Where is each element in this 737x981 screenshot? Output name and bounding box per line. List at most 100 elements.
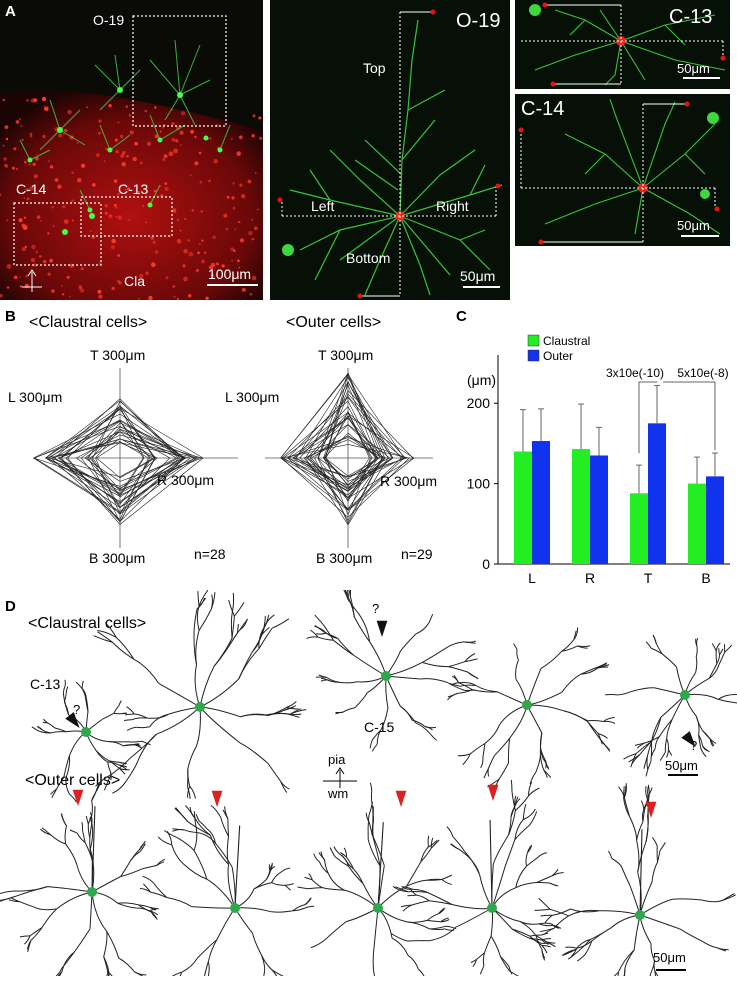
red-cell-dot bbox=[25, 275, 27, 277]
dendrite bbox=[550, 883, 559, 886]
dendrite bbox=[391, 933, 407, 941]
overview-scale-label: 100μm bbox=[208, 266, 251, 282]
dendrite bbox=[190, 786, 196, 798]
x-tick-label: L bbox=[528, 570, 536, 586]
red-cell-dot bbox=[241, 194, 245, 198]
legend-swatch-claustral bbox=[528, 335, 539, 346]
red-cell-dot bbox=[62, 205, 65, 208]
dendrite bbox=[552, 909, 570, 915]
dendrite bbox=[408, 955, 419, 969]
y-axis-label: (μm) bbox=[467, 372, 496, 388]
dendrite bbox=[717, 948, 729, 950]
red-cell-dot bbox=[126, 155, 129, 158]
dendrite bbox=[70, 830, 77, 833]
dendrite bbox=[308, 888, 322, 889]
red-cell-dot bbox=[194, 161, 198, 165]
dendrite bbox=[200, 707, 241, 717]
dendrite bbox=[545, 915, 553, 923]
legend-swatch-outer bbox=[528, 350, 539, 361]
dendrite bbox=[119, 701, 122, 706]
dendrite bbox=[386, 676, 421, 679]
claustral-sample-size: n=28 bbox=[194, 546, 226, 562]
red-cell-dot bbox=[165, 182, 168, 185]
dendrite bbox=[640, 882, 652, 915]
red-cell-dot bbox=[199, 152, 202, 155]
soma bbox=[87, 887, 97, 897]
dendrite bbox=[681, 929, 702, 941]
dendrite bbox=[427, 914, 438, 921]
claustral-cell-4 bbox=[448, 628, 616, 792]
red-cell-dot bbox=[61, 285, 63, 287]
significance-bracket-tb bbox=[663, 382, 715, 450]
red-cell-dot bbox=[77, 142, 79, 144]
neuron-tracings-svg bbox=[0, 590, 737, 976]
dendrite bbox=[527, 668, 541, 705]
red-cell-dot bbox=[177, 219, 179, 221]
dendrite bbox=[511, 780, 512, 792]
dendrite bbox=[441, 875, 452, 880]
dendrite bbox=[334, 847, 340, 855]
dendrite bbox=[172, 845, 183, 864]
box-label-c14: C-14 bbox=[16, 181, 46, 197]
red-cell-dot bbox=[27, 197, 30, 200]
soma bbox=[680, 690, 690, 700]
red-cell-dot bbox=[44, 105, 46, 107]
dendrite bbox=[272, 970, 284, 976]
red-cell-dot bbox=[126, 106, 128, 108]
dendrite bbox=[217, 908, 235, 940]
red-cell-dot bbox=[252, 276, 257, 281]
dendrite bbox=[239, 649, 259, 679]
red-cell-dot bbox=[64, 219, 69, 224]
red-cell-dot bbox=[48, 273, 51, 276]
red-cell-dot bbox=[226, 228, 229, 231]
red-cell-dot bbox=[240, 238, 244, 242]
red-cell-dot bbox=[129, 114, 131, 116]
dendrite bbox=[374, 839, 380, 866]
dendrite bbox=[448, 667, 467, 672]
dendrite bbox=[523, 804, 526, 819]
dendrite bbox=[667, 738, 669, 749]
y-tick-label: 100 bbox=[467, 476, 491, 492]
red-cell-dot bbox=[249, 293, 252, 296]
red-cell-dot bbox=[196, 269, 199, 272]
dendrite bbox=[228, 864, 235, 908]
red-cell-dot bbox=[188, 294, 191, 297]
red-cell-dot bbox=[183, 277, 188, 282]
red-cell-dot bbox=[105, 212, 108, 215]
red-cell-dot bbox=[233, 207, 236, 210]
red-cell-dot bbox=[21, 224, 25, 228]
dendrite bbox=[211, 805, 221, 817]
red-cell-dot bbox=[230, 247, 234, 251]
red-cell-dot bbox=[42, 97, 46, 101]
dendrite bbox=[188, 746, 197, 769]
red-cell-dot bbox=[117, 280, 120, 283]
red-cell-dot bbox=[239, 135, 243, 139]
dendrite bbox=[214, 638, 232, 667]
dendrite bbox=[526, 853, 528, 867]
red-cell-dot bbox=[80, 288, 85, 293]
red-cell-dot bbox=[4, 164, 6, 166]
dendrite bbox=[652, 862, 658, 882]
o19-micrograph: O-19 Top Left Right Bottom 50μm bbox=[270, 0, 510, 300]
red-cell-dot bbox=[67, 276, 70, 279]
red-cell-dot bbox=[19, 118, 21, 120]
dendrite bbox=[254, 883, 272, 889]
dendrite bbox=[233, 593, 234, 611]
dendrite bbox=[517, 649, 519, 660]
dendrite bbox=[702, 941, 717, 948]
red-cell-dot bbox=[248, 180, 252, 184]
dendrite bbox=[133, 744, 139, 745]
red-cell-dot bbox=[252, 238, 255, 241]
red-cell-dot bbox=[145, 272, 148, 275]
legend-label-outer: Outer bbox=[543, 349, 573, 363]
dendrite bbox=[429, 732, 437, 740]
red-cell-dot bbox=[130, 130, 134, 134]
red-cell-dot bbox=[140, 162, 143, 165]
red-cell-dot bbox=[171, 138, 175, 142]
dendrite bbox=[460, 685, 476, 686]
dendrite bbox=[354, 655, 387, 676]
dendrite bbox=[720, 649, 723, 655]
c14-micrograph: C-14 50μm bbox=[515, 94, 730, 246]
dendrite bbox=[416, 895, 429, 901]
dendrite bbox=[418, 969, 426, 976]
